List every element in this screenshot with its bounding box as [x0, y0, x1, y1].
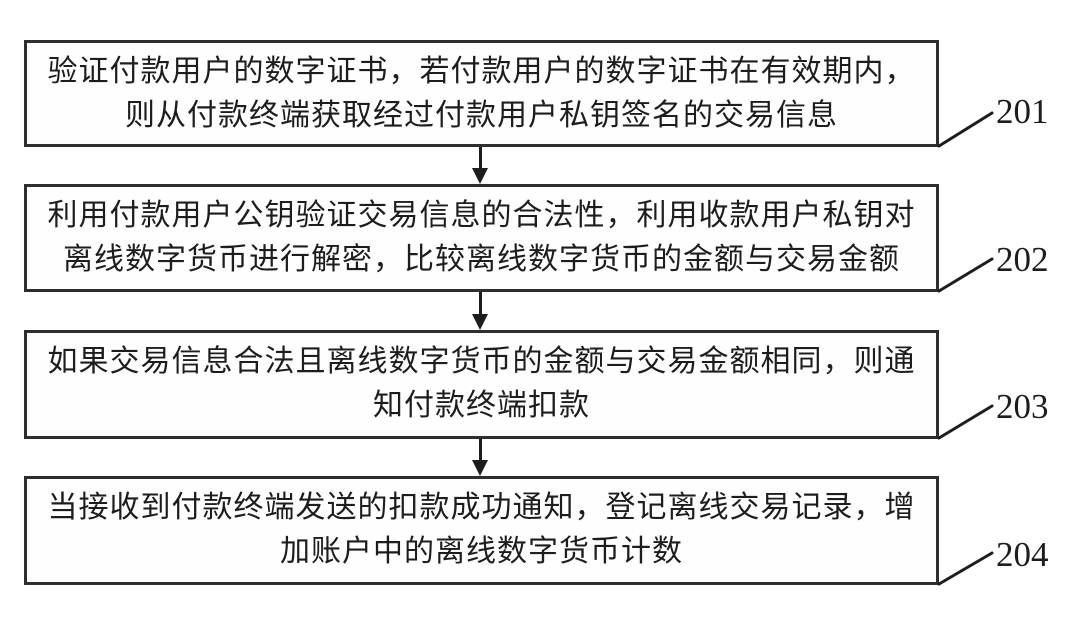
flow-step-204-line2: 加账户中的离线数字货币计数: [280, 535, 683, 568]
ref-number-203: 203: [996, 387, 1049, 426]
arrow-shaft: [478, 292, 482, 314]
flow-step-204-line1: 当接收到付款终端发送的扣款成功通知，登记离线交易记录，增: [47, 491, 916, 524]
leader-line-201: [937, 111, 994, 148]
leader-line-203: [937, 404, 994, 440]
flow-step-201-box: 验证付款用户的数字证书，若付款用户的数字证书在有效期内， 则从付款终端获取经过付…: [24, 40, 939, 147]
flow-step-202-line1: 利用付款用户公钥验证交易信息的合法性，利用收款用户私钥对: [47, 199, 916, 232]
arrow-down-1: [465, 147, 495, 184]
flow-step-203-line1: 如果交易信息合法且离线数字货币的金额与交易金额相同，则通: [47, 345, 916, 378]
ref-number-201: 201: [996, 92, 1049, 131]
flow-step-202-line2: 离线数字货币进行解密，比较离线数字货币的金额与交易金额: [63, 243, 900, 276]
arrow-head-icon: [472, 168, 488, 184]
ref-number-202: 202: [996, 240, 1049, 279]
arrow-shaft: [478, 439, 482, 460]
flow-step-203-line2: 知付款终端扣款: [373, 389, 590, 422]
arrow-head-icon: [472, 314, 488, 330]
flow-step-201-line1: 验证付款用户的数字证书，若付款用户的数字证书在有效期内，: [47, 55, 916, 88]
flow-step-203-box: 如果交易信息合法且离线数字货币的金额与交易金额相同，则通 知付款终端扣款: [24, 330, 939, 439]
arrow-shaft: [478, 147, 482, 168]
arrow-down-3: [465, 439, 495, 476]
flow-step-201-line2: 则从付款终端获取经过付款用户私钥签名的交易信息: [125, 99, 838, 132]
ref-number-204: 204: [996, 535, 1049, 574]
arrow-head-icon: [472, 460, 488, 476]
leader-line-202: [937, 257, 994, 293]
leader-line-204: [937, 551, 994, 586]
flow-step-202-box: 利用付款用户公钥验证交易信息的合法性，利用收款用户私钥对 离线数字货币进行解密，…: [24, 184, 939, 292]
arrow-down-2: [465, 292, 495, 330]
flow-step-204-box: 当接收到付款终端发送的扣款成功通知，登记离线交易记录，增 加账户中的离线数字货币…: [24, 476, 939, 585]
